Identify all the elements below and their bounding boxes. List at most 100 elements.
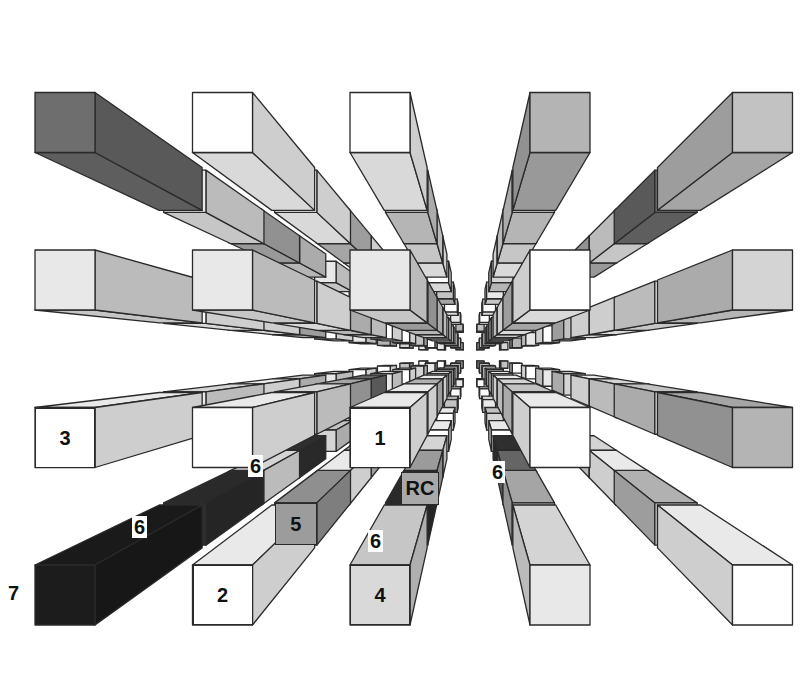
cube-face (456, 324, 463, 331)
cube (35, 93, 202, 211)
cube (658, 505, 793, 625)
cube-face (530, 250, 590, 310)
cube-face (733, 408, 793, 468)
cube-face (410, 393, 427, 468)
cube-number: 2 (217, 585, 228, 605)
cube-face (589, 209, 616, 263)
numbered-cube: 5 (275, 503, 317, 545)
callout-number: 6 (368, 530, 383, 552)
numbered-cube: 4 (350, 565, 410, 625)
cube-face (477, 380, 484, 387)
cube-face (589, 379, 616, 418)
cube-face (658, 93, 733, 211)
cube-face (733, 250, 793, 310)
cube-face (512, 338, 522, 348)
cube (350, 393, 427, 468)
cube (456, 324, 463, 332)
cube (35, 250, 202, 323)
cube-face (530, 93, 590, 153)
cube (350, 250, 427, 323)
cube-face (658, 393, 733, 468)
cube (275, 470, 351, 545)
cube-face (614, 384, 655, 434)
cube-face (614, 281, 655, 330)
cube-face (253, 250, 315, 323)
cube-face (95, 250, 202, 323)
cube (658, 250, 793, 323)
cube-face (503, 281, 512, 330)
cube-number: 3 (59, 428, 70, 448)
cube-face (35, 93, 95, 153)
numbered-cube: 3 (35, 408, 95, 468)
cube (35, 393, 202, 468)
cube-face (589, 450, 616, 505)
cube-face (658, 250, 733, 323)
cube-face (193, 565, 253, 625)
cube-face (437, 361, 444, 368)
callout-number: 6 (132, 516, 147, 538)
numbered-cube: 2 (193, 565, 253, 625)
cube (193, 505, 315, 625)
cube-number: 5 (290, 514, 301, 534)
cube (658, 393, 793, 468)
cube-number: 4 (374, 585, 385, 605)
cube-face (456, 380, 463, 387)
cube (513, 93, 590, 211)
cube-face (193, 408, 253, 468)
cube (350, 505, 427, 625)
cube (35, 505, 202, 625)
cube-face (614, 470, 655, 545)
cube-face (193, 93, 253, 153)
cube-face (521, 365, 525, 379)
cube-face (733, 93, 793, 153)
cube-face (95, 393, 202, 468)
cube-face (253, 93, 315, 211)
cube-face (530, 408, 590, 468)
cube (499, 361, 507, 368)
cube-face (350, 408, 410, 468)
cube-face (658, 505, 733, 625)
cube-face (350, 93, 410, 153)
cube (513, 250, 590, 323)
callout-number: 6 (248, 455, 263, 477)
cube (456, 379, 463, 387)
cube-face (503, 170, 512, 244)
numbered-cube: RC (401, 472, 440, 505)
cube-face (410, 250, 427, 323)
cube (510, 363, 522, 373)
cube-face (95, 505, 202, 625)
cube (477, 379, 484, 387)
cube-face (428, 384, 437, 434)
cube-face (193, 250, 253, 310)
cube-face (35, 408, 95, 468)
cube (193, 93, 315, 211)
cube-face (410, 93, 427, 211)
cube-face (317, 170, 351, 244)
cube-face (428, 281, 437, 330)
callout-number: 6 (490, 461, 505, 483)
cube-face (512, 363, 522, 373)
numbered-cube: 1 (350, 408, 410, 468)
cube-face (614, 170, 655, 244)
cube-face (410, 505, 427, 625)
cube-face (513, 250, 530, 323)
cube (513, 505, 590, 625)
cube-face (35, 250, 95, 310)
cube-face (95, 93, 202, 211)
cube-face (733, 565, 793, 625)
cube-face (501, 361, 508, 368)
cube-face (317, 384, 351, 434)
cube-face (530, 565, 590, 625)
cube-number: RC (406, 478, 435, 498)
cube (350, 93, 427, 211)
cube-face (350, 250, 410, 310)
cube-face (477, 324, 484, 331)
cube-number: 1 (374, 428, 385, 448)
cube (513, 393, 590, 468)
cube-face (513, 93, 530, 211)
cube-face (350, 565, 410, 625)
cube-face (428, 170, 437, 244)
cube-face (513, 393, 530, 468)
cube (658, 93, 793, 211)
